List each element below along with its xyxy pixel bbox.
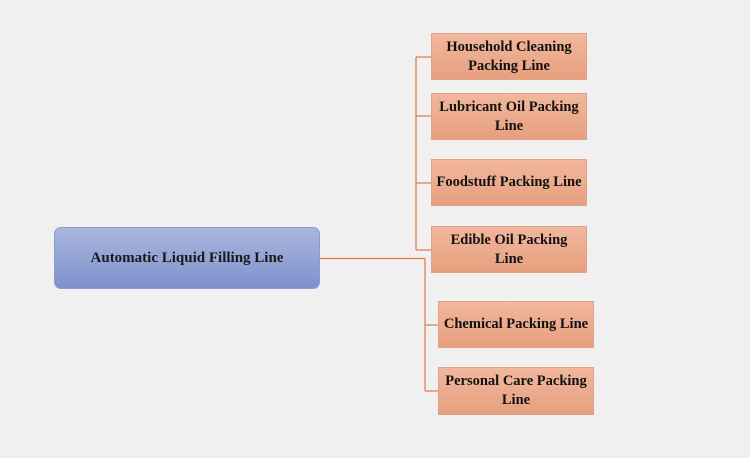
child-node-label: Household Cleaning Packing Line bbox=[446, 38, 572, 74]
root-node: Automatic Liquid Filling Line bbox=[54, 227, 320, 289]
root-node-label: Automatic Liquid Filling Line bbox=[90, 249, 284, 266]
child-node-lubricant-oil: Lubricant Oil Packing Line bbox=[431, 93, 587, 140]
child-node-label: Edible Oil Packing Line bbox=[450, 231, 568, 267]
child-node-edible-oil: Edible Oil Packing Line bbox=[431, 226, 587, 273]
child-node-household-cleaning: Household Cleaning Packing Line bbox=[431, 33, 587, 80]
child-node-label: Chemical Packing Line bbox=[443, 316, 589, 332]
child-node-personal-care: Personal Care Packing Line bbox=[438, 367, 594, 415]
child-node-chemical: Chemical Packing Line bbox=[438, 301, 594, 348]
child-node-label: Personal Care Packing Line bbox=[445, 373, 587, 408]
child-node-label: Lubricant Oil Packing Line bbox=[439, 98, 579, 134]
child-node-label: Foodstuff Packing Line bbox=[436, 174, 582, 190]
child-node-foodstuff: Foodstuff Packing Line bbox=[431, 159, 587, 206]
